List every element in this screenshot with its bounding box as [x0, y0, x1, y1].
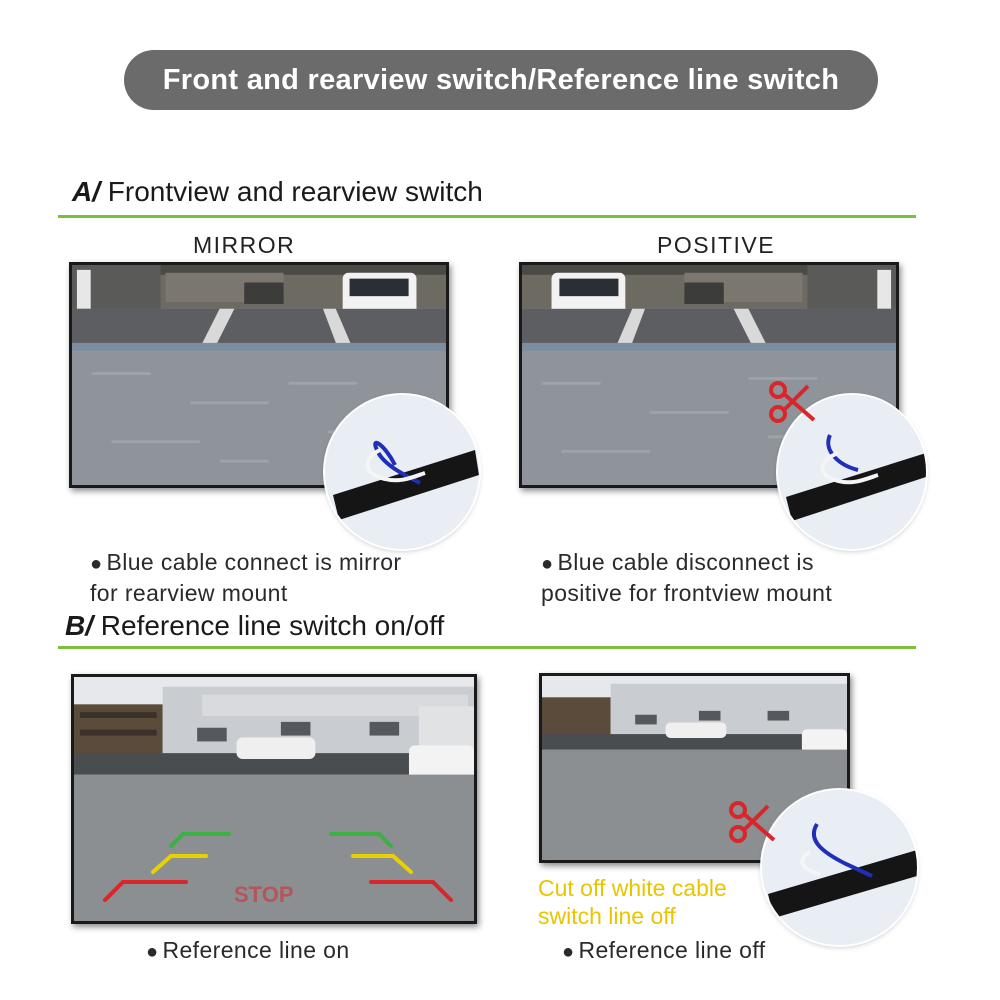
mirror-cable-closeup	[325, 395, 479, 549]
reference-line-segment	[169, 832, 185, 848]
bullet-icon: ●	[541, 553, 554, 575]
scissors-icon	[768, 378, 818, 428]
note-line1: Cut off white cable	[538, 875, 727, 901]
reference-line-segment	[391, 854, 413, 874]
reference-off-caption: ●Reference line off	[562, 936, 766, 967]
bullet-icon: ●	[146, 941, 159, 963]
mirror-caption-line2: for rearview mount	[90, 580, 288, 606]
bullet-icon: ●	[562, 941, 575, 963]
section-a-heading: Frontview and rearview switch	[107, 176, 483, 207]
reference-line-segment	[431, 880, 453, 902]
mirror-caption: ●Blue cable connect is mirror for rearvi…	[90, 548, 401, 608]
stop-label: STOP	[234, 882, 294, 907]
scissors-icon	[728, 798, 778, 848]
section-a-title: A/ Frontview and rearview switch	[72, 176, 483, 208]
positive-cable-closeup	[778, 395, 926, 549]
section-a-rule	[58, 215, 916, 218]
reference-line-segment	[377, 832, 393, 848]
reference-on-caption: ●Reference line on	[146, 936, 350, 967]
positive-caption-line2: positive for frontview mount	[541, 580, 833, 606]
section-a-letter: A/	[72, 176, 100, 207]
reference-line-segment	[151, 854, 173, 874]
positive-label: POSITIVE	[657, 232, 776, 258]
positive-caption-line1: Blue cable disconnect is	[557, 549, 814, 575]
reference-off-caption-text: Reference line off	[578, 937, 766, 963]
mirror-caption-line1: Blue cable connect is mirror	[106, 549, 402, 575]
reference-lines-overlay: STOP	[103, 832, 453, 907]
section-b-heading: Reference line switch on/off	[100, 610, 445, 641]
section-b-rule	[58, 646, 916, 649]
reference-on-caption-text: Reference line on	[162, 937, 350, 963]
page-banner: Front and rearview switch/Reference line…	[124, 50, 878, 110]
section-b-letter: B/	[65, 610, 93, 641]
note-line2: switch line off	[538, 903, 676, 929]
positive-caption: ●Blue cable disconnect is positive for f…	[541, 548, 832, 608]
cut-white-cable-note: Cut off white cable switch line off	[538, 874, 727, 930]
bullet-icon: ●	[90, 553, 103, 575]
reference-line-segment	[103, 880, 125, 902]
section-b-title: B/ Reference line switch on/off	[65, 610, 444, 642]
reference-off-cable-closeup	[762, 790, 917, 945]
mirror-label: MIRROR	[193, 232, 296, 258]
